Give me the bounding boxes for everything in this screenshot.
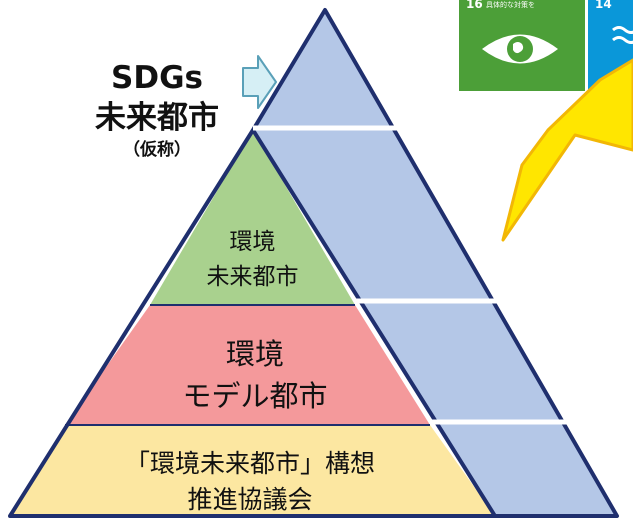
sdg-badge-16-number: 16	[466, 0, 483, 11]
pyramid-back-face	[253, 10, 617, 516]
sdg-badge-14-number: 14	[595, 0, 612, 11]
earth-eye-icon	[482, 34, 558, 64]
env-model-line1: 環境	[225, 337, 284, 371]
pyramid-outline	[8, 8, 619, 518]
water-icon	[612, 26, 633, 44]
callout-beam	[501, 58, 633, 242]
tier-dividers	[65, 304, 430, 426]
tier-environment-future-city	[150, 130, 355, 305]
sdgs-label-line1: SDGs	[111, 60, 203, 96]
back-face-dividers	[253, 125, 575, 425]
env-future-line2: 未来都市	[206, 263, 299, 290]
tier-promotion-council	[10, 425, 495, 516]
sdg-badge-16: 16 具体的な対策を	[459, 0, 585, 91]
sdg-badge-16-text: 具体的な対策を	[486, 0, 535, 9]
sdgs-label-line2: 未来都市	[95, 100, 219, 137]
apex-arrow	[242, 55, 277, 109]
council-line2: 推進協議会	[187, 485, 313, 515]
sdgs-label-line3: （仮称）	[123, 139, 191, 160]
env-model-line2: モデル都市	[182, 379, 328, 414]
tier-environment-model-city	[65, 305, 430, 425]
environment-model-city-label: 環境 モデル都市	[140, 333, 370, 417]
environment-future-city-label: 環境 未来都市	[185, 225, 320, 294]
env-future-line1: 環境	[229, 229, 276, 255]
council-line1: 「環境未来都市」構想	[124, 449, 375, 478]
promotion-council-label: 「環境未来都市」構想 推進協議会	[60, 446, 440, 519]
sdgs-future-city-label: SDGs 未来都市 （仮称）	[62, 58, 252, 161]
